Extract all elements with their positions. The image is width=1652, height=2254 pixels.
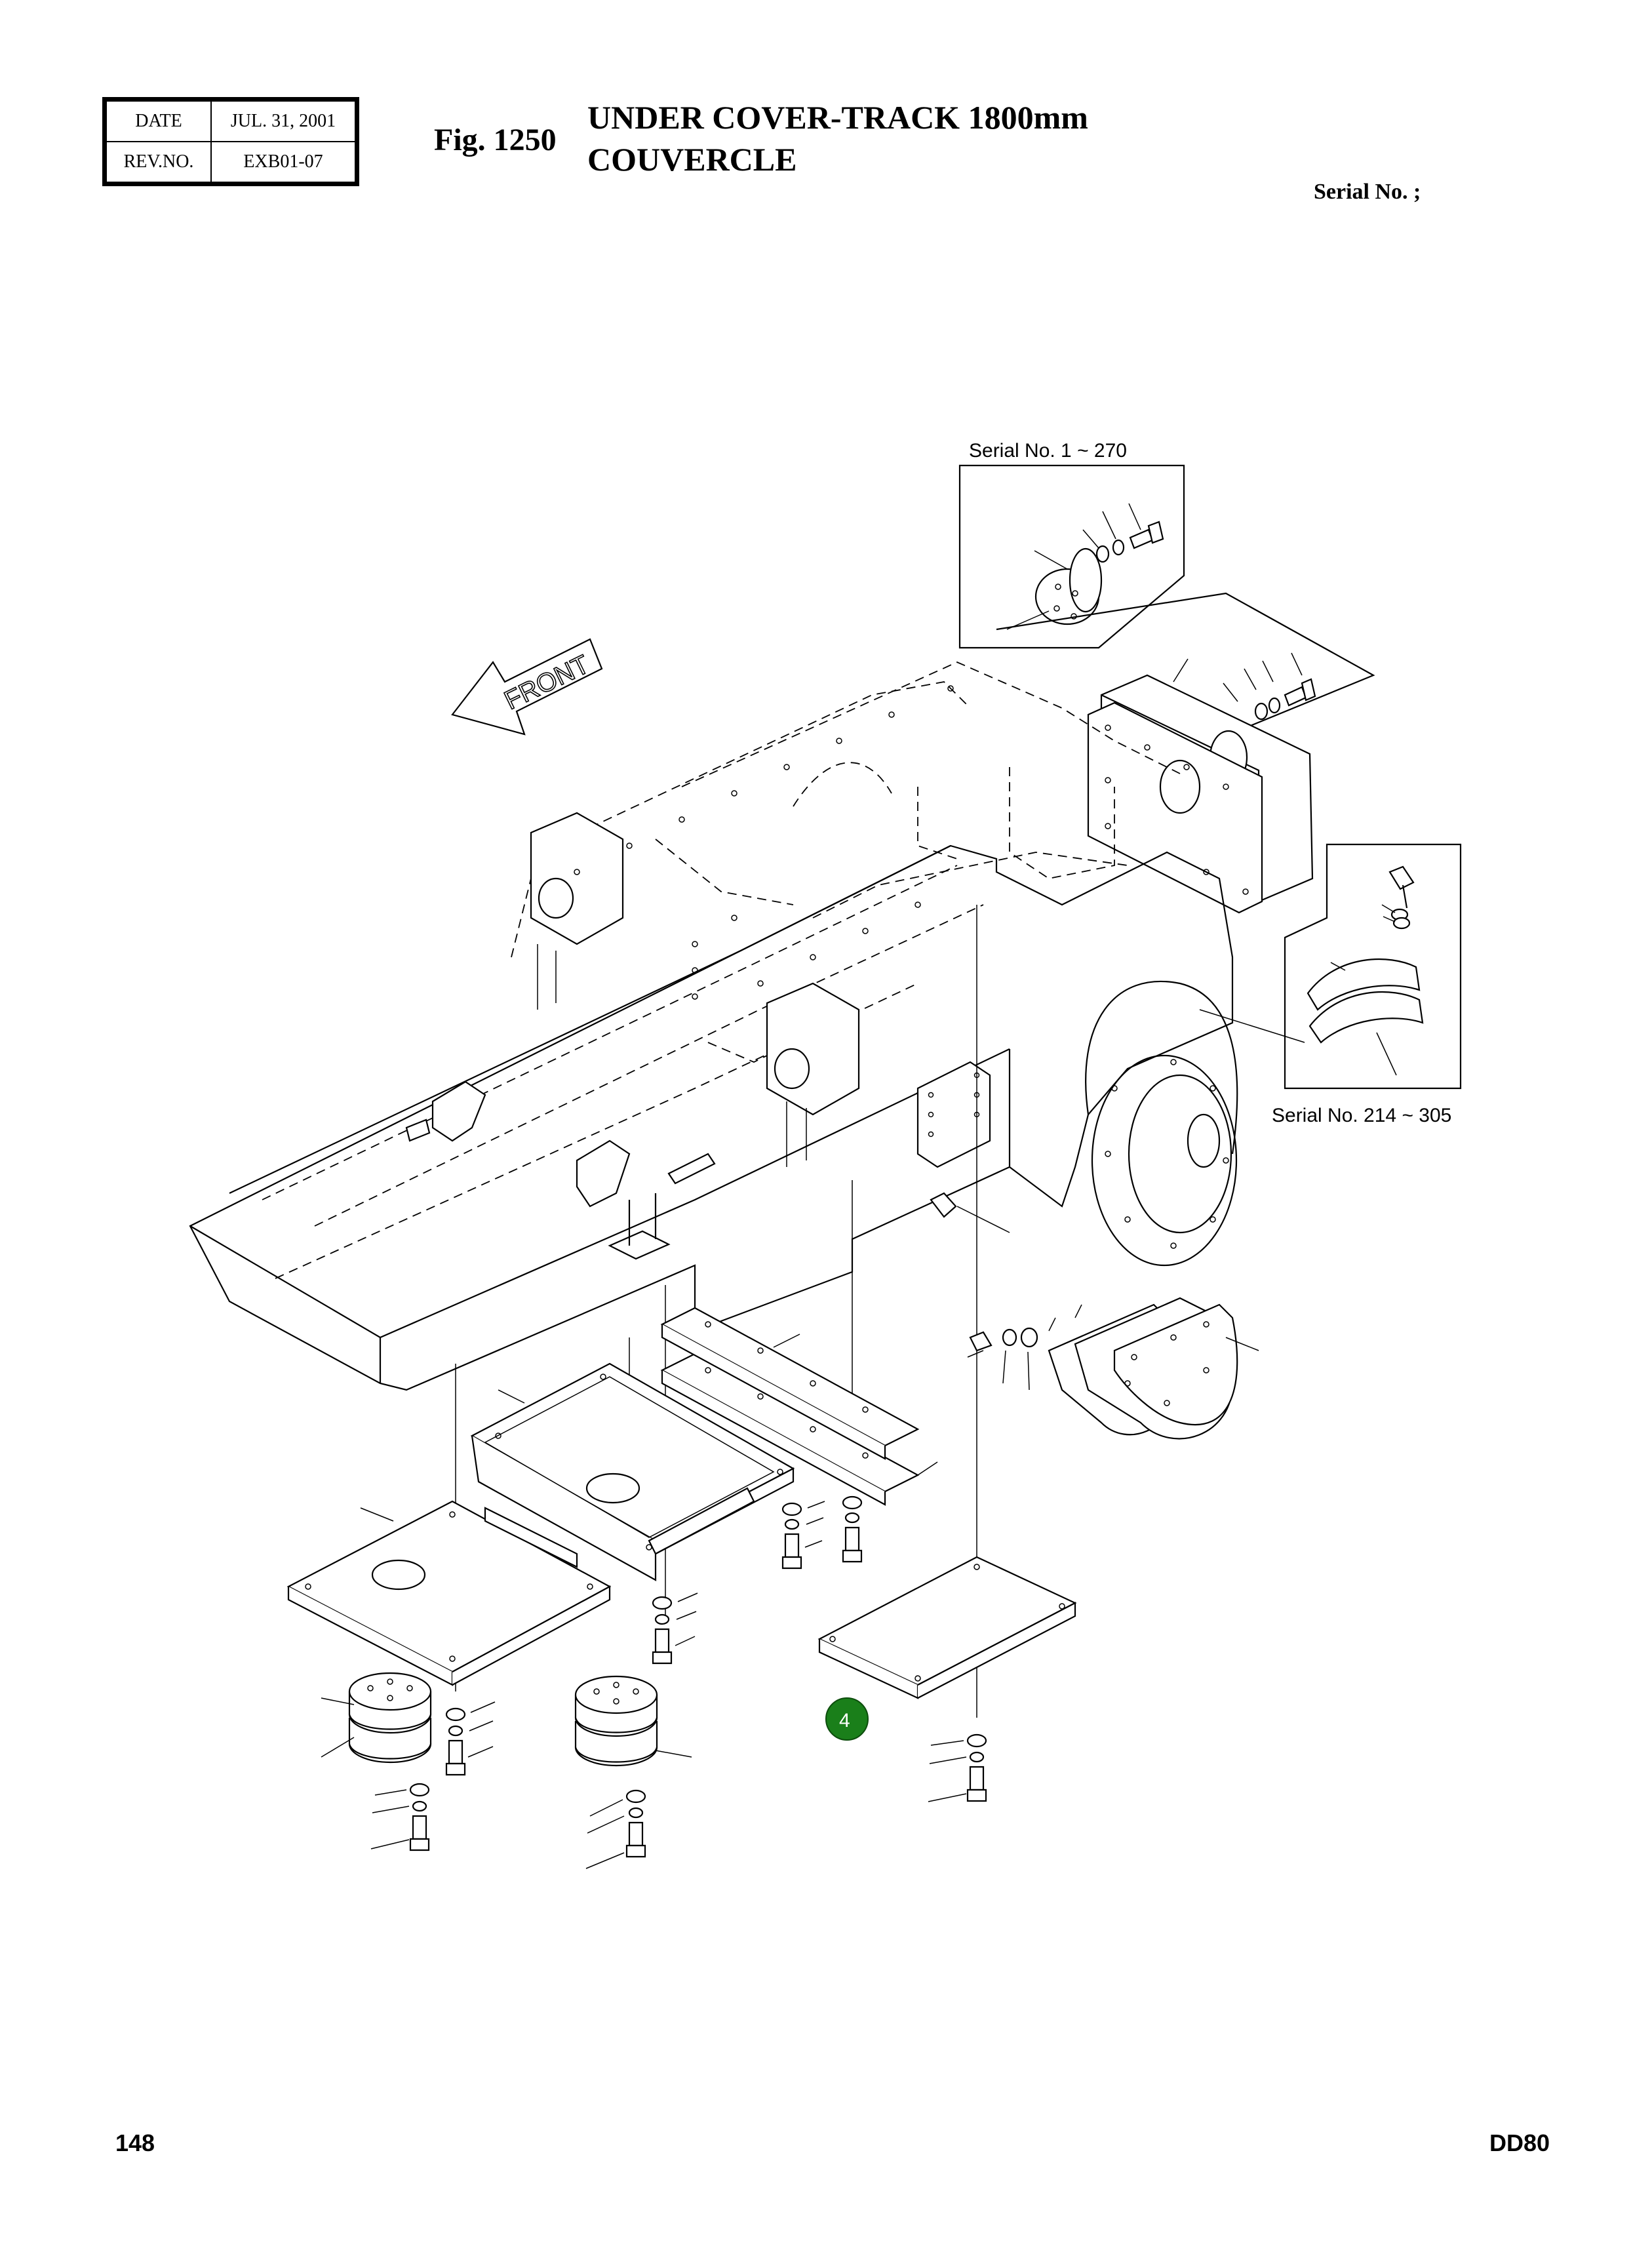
- center-cover-pan: [470, 1362, 795, 1581]
- figure-number: Fig. 1250: [434, 123, 557, 157]
- title-english: UNDER COVER-TRACK 1800mm: [587, 99, 1088, 136]
- inset-serial-214-305: Serial No. 214 ~ 305: [1199, 843, 1462, 1126]
- inset-serial-1-270: Serial No. 1 ~ 270: [958, 440, 1185, 649]
- serial-number-label: Serial No. ;: [1314, 180, 1421, 204]
- front-arrow-icon: FRONT: [451, 638, 603, 736]
- page-number: 148: [115, 2129, 155, 2156]
- side-cover-plates: [967, 1297, 1259, 1440]
- left-cover-plate: [286, 1500, 612, 1686]
- inset-right-label: Serial No. 214 ~ 305: [1272, 1105, 1451, 1126]
- title-french: COUVERCLE: [587, 141, 797, 178]
- rev-label: REV.NO.: [106, 141, 212, 183]
- date-label: DATE: [106, 100, 212, 142]
- front-arrow-label: FRONT: [500, 650, 594, 715]
- revision-table: DATE JUL. 31, 2001 REV.NO. EXB01-07: [106, 100, 356, 183]
- right-under-cover-plate: [817, 1556, 1077, 1699]
- rear-cover-plates: [996, 592, 1375, 914]
- model-code: DD80: [1489, 2129, 1550, 2156]
- callout-marker-4[interactable]: 4: [825, 1697, 869, 1741]
- rubber-mounts: [321, 1672, 692, 1767]
- bolt-washer-sets: [370, 1495, 987, 1869]
- track-frame: [189, 662, 1238, 1391]
- callout-number: 4: [839, 1710, 850, 1731]
- center-strip-plates: [660, 1307, 938, 1506]
- date-value: JUL. 31, 2001: [210, 100, 356, 142]
- revision-info-box: DATE JUL. 31, 2001 REV.NO. EXB01-07: [102, 97, 359, 186]
- rev-value: EXB01-07: [210, 141, 356, 183]
- inset-top-label: Serial No. 1 ~ 270: [969, 440, 1127, 462]
